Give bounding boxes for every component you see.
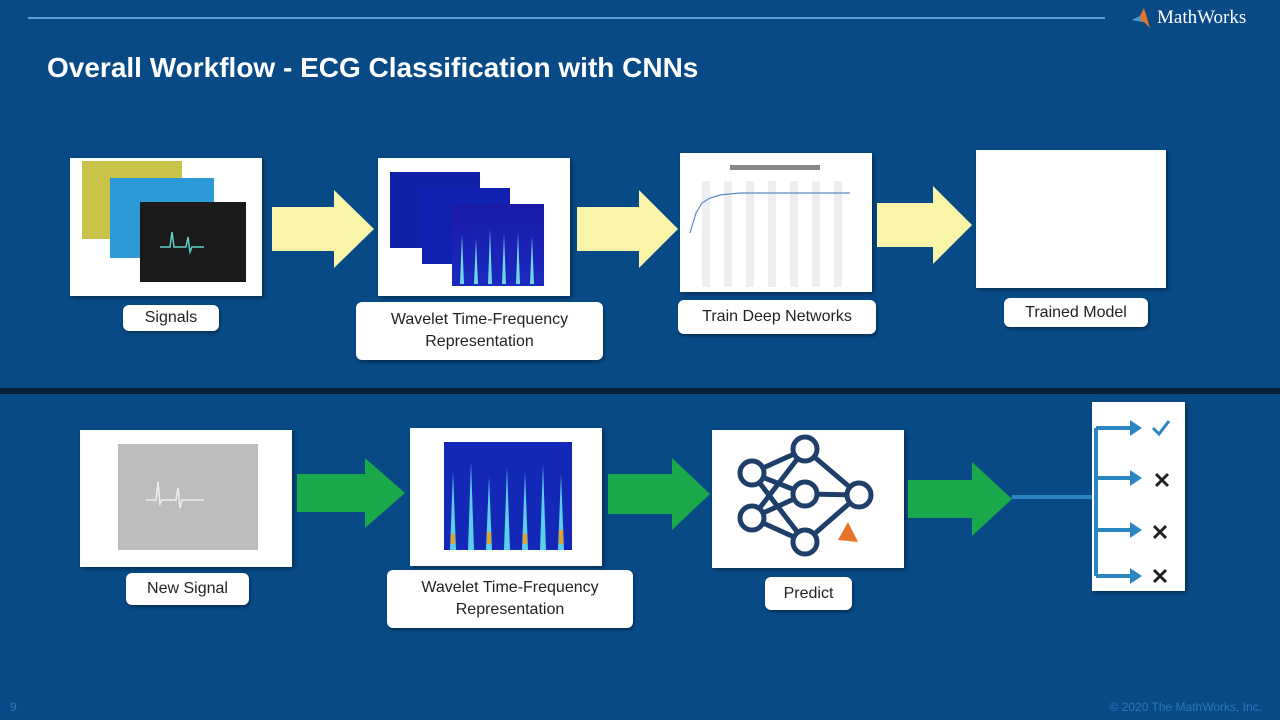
arrow-right-icon <box>272 190 374 268</box>
brand-name: MathWorks <box>1157 7 1247 28</box>
label-line: Wavelet Time-Frequency <box>421 579 599 596</box>
membrane-icon <box>1132 8 1150 28</box>
page-title: Overall Workflow - ECG Classification wi… <box>47 52 699 83</box>
copyright: © 2020 The MathWorks, Inc. <box>1109 700 1262 714</box>
step-label-train: Train Deep Networks <box>678 300 876 334</box>
label-line: Representation <box>455 601 565 618</box>
step-label-wavelet: Wavelet Time-Frequency Representation <box>356 302 603 360</box>
label-line: Wavelet Time-Frequency <box>390 311 569 328</box>
new-signal-image <box>80 430 292 567</box>
x-icon <box>1154 472 1170 488</box>
classification-results <box>1092 402 1185 591</box>
step-label-new-signal: New Signal <box>126 573 249 605</box>
signals-image <box>70 158 262 296</box>
training-progress-image <box>680 153 872 292</box>
x-icon <box>1152 568 1168 584</box>
branch-arrows-icon <box>1094 420 1142 584</box>
step-label-predict: Predict <box>765 577 852 610</box>
trained-model-image <box>976 150 1166 288</box>
arrow-right-icon <box>877 186 972 264</box>
page-number: 9 <box>10 700 17 714</box>
neural-network-icon <box>737 434 874 557</box>
section-divider <box>0 388 1280 394</box>
mathworks-logo: MathWorks <box>1130 6 1246 30</box>
arrow-right-icon <box>297 458 405 528</box>
step-label-signals: Signals <box>123 305 219 331</box>
step-label-trained-model: Trained Model <box>1004 298 1148 327</box>
x-icon <box>1152 524 1168 540</box>
step-label-wavelet: Wavelet Time-Frequency Representation <box>387 570 633 628</box>
check-icon <box>1151 420 1171 437</box>
label-line: Representation <box>425 333 534 350</box>
connector-line <box>1012 495 1096 499</box>
arrow-right-icon <box>577 190 678 268</box>
ecg-waveform-icon <box>160 231 204 255</box>
arrow-right-icon <box>608 458 710 530</box>
ecg-waveform-icon <box>146 481 204 509</box>
arrow-right-icon <box>908 462 1012 536</box>
scalogram-stack-image <box>378 158 570 296</box>
scalogram-image <box>410 428 602 566</box>
neural-network-image <box>712 430 904 568</box>
header-rule <box>28 17 1105 19</box>
